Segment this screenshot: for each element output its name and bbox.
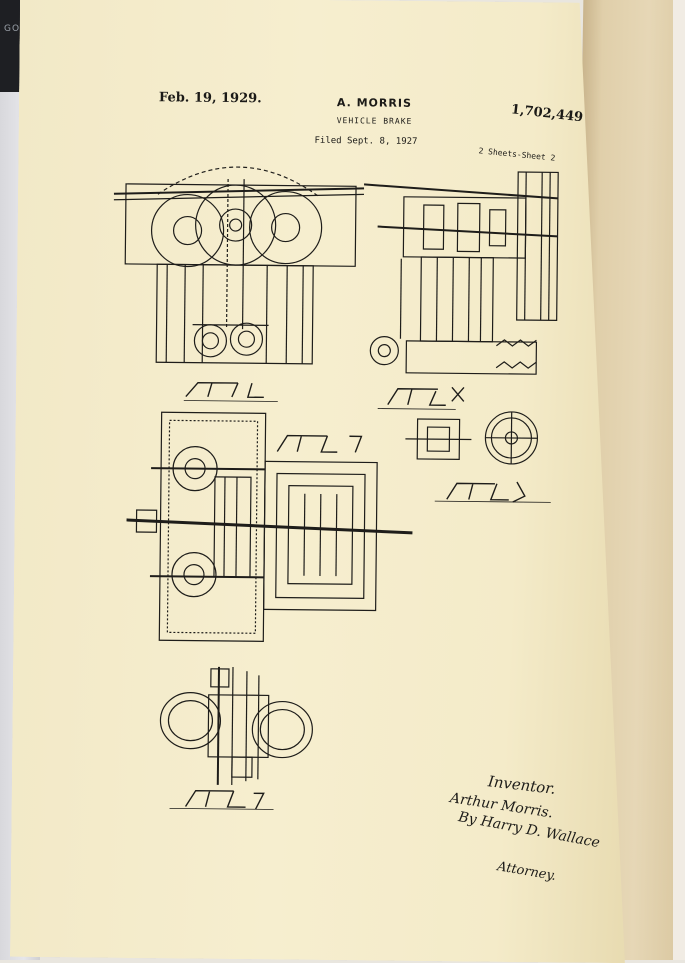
fig-9-label xyxy=(435,481,551,502)
page-edge xyxy=(673,0,685,960)
fig-detail-wheel xyxy=(485,412,538,465)
patent-drawings xyxy=(10,0,635,963)
patent-sheet: Feb. 19, 1929. A. MORRIS 1,702,449 VEHIC… xyxy=(10,0,635,963)
binder-label: GO xyxy=(4,24,21,34)
fig-3-drawing xyxy=(362,170,558,374)
fig-7-label xyxy=(170,790,274,809)
fig-4-drawing xyxy=(112,166,364,365)
fig-5-label xyxy=(277,435,361,452)
fig-4-label xyxy=(184,383,278,402)
fig-5-drawing xyxy=(125,412,413,643)
fig-3-label xyxy=(378,387,464,410)
fig-detail-block xyxy=(405,419,471,460)
fig-7-drawing xyxy=(160,666,313,786)
